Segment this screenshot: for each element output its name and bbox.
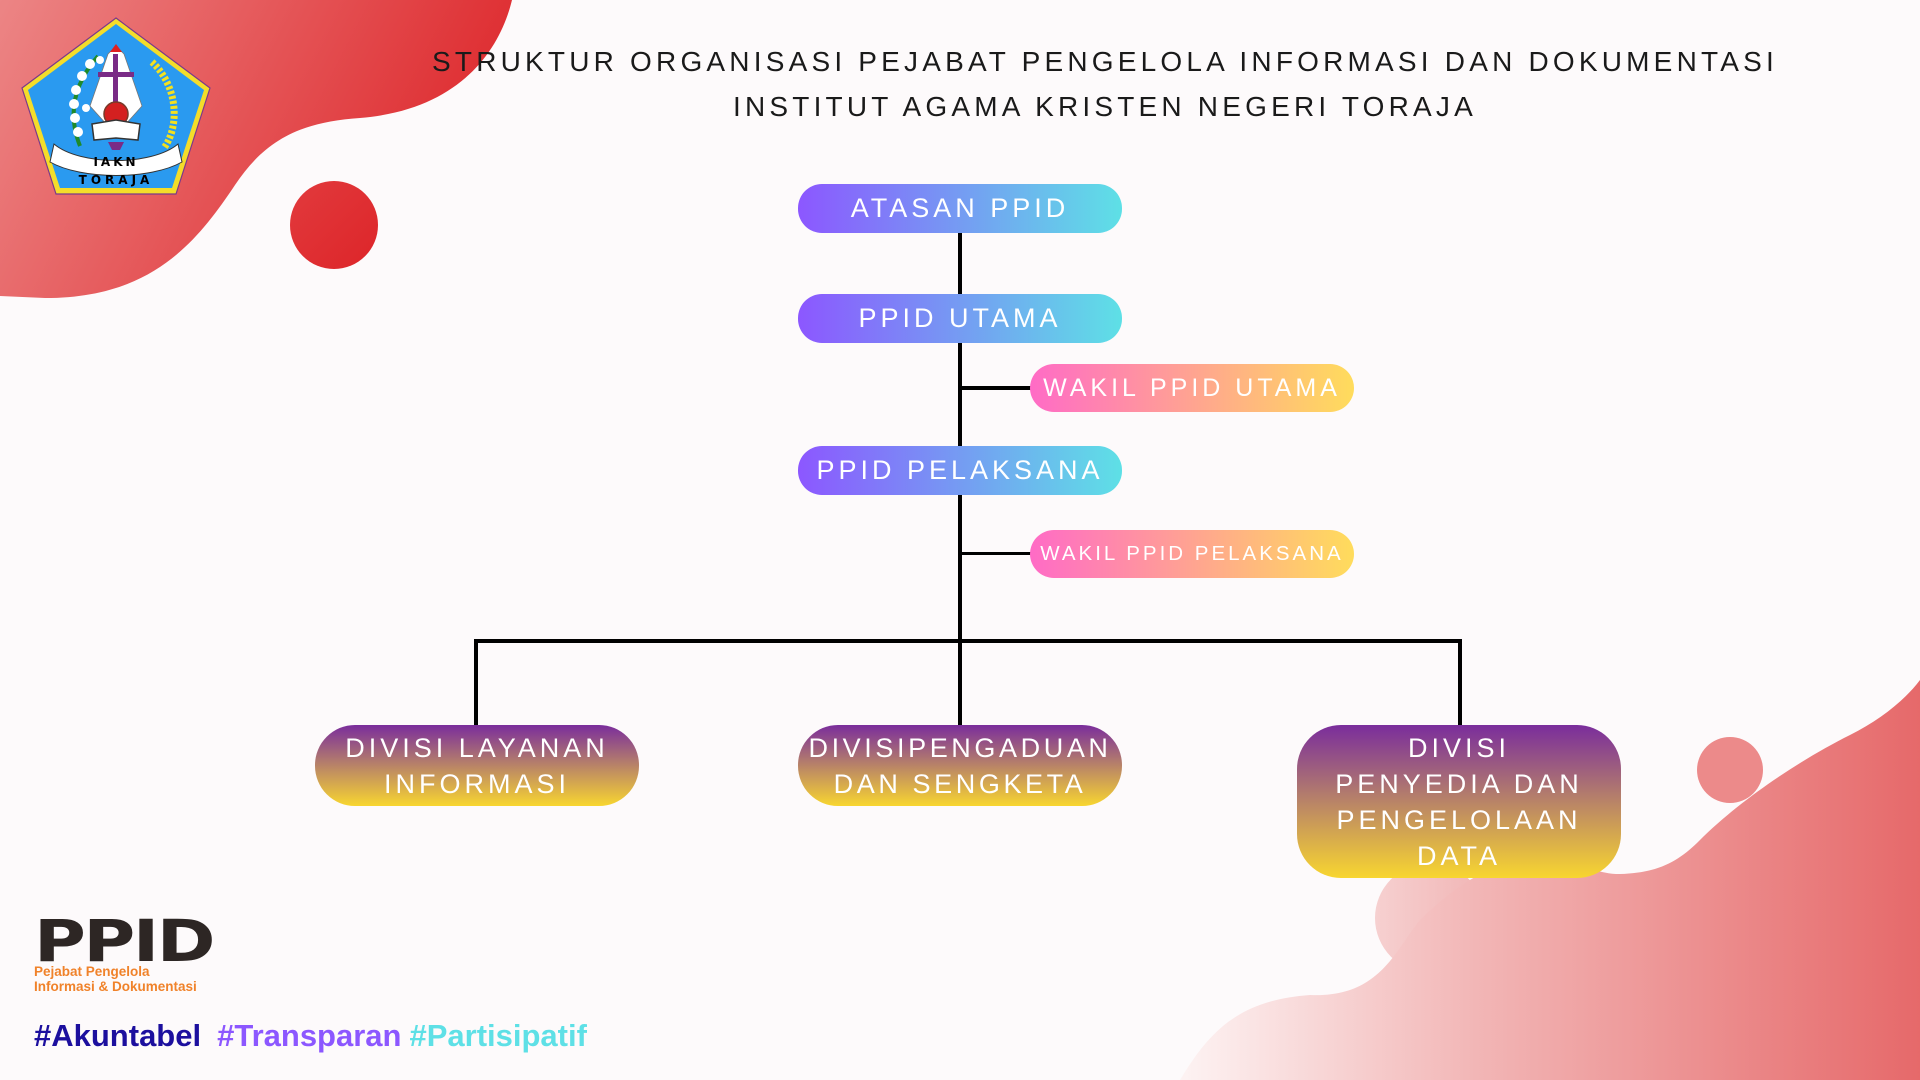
- page-subtitle: INSTITUT AGAMA KRISTEN NEGERI TORAJA: [733, 91, 1477, 122]
- ribbon-icon: [49, 143, 183, 176]
- node-atasan-ppid: ATASAN PPID: [798, 184, 1122, 233]
- connector-wakil-utama: [960, 386, 1032, 390]
- page-title: STRUKTUR ORGANISASI PEJABAT PENGELOLA IN…: [432, 46, 1778, 77]
- cross-icon: [113, 54, 118, 132]
- hashtag-row: #Akuntabel #Transparan#Partisipatif: [34, 1018, 599, 1054]
- ppid-tagline-2: Informasi & Dokumentasi: [34, 979, 197, 994]
- hashtag-akuntabel: #Akuntabel: [34, 1018, 202, 1053]
- rice-branch-icon: [149, 59, 178, 151]
- connector-div-layanan: [474, 639, 478, 726]
- node-wakil-ppid-utama: WAKIL PPID UTAMA: [1030, 364, 1354, 412]
- node-divisi-penyedia-pengelolaan-data: DIVISI PENYEDIA DAN PENGELOLAAN DATA: [1297, 725, 1621, 878]
- node-divisi-pengaduan-sengketa: DIVISIPENGADUAN DAN SENGKETA: [798, 725, 1122, 806]
- connector-wakil-pelaksana: [960, 552, 1032, 555]
- iakn-toraja-logo: IAKN TORAJA: [21, 17, 211, 195]
- svg-text:TORAJA: TORAJA: [79, 173, 154, 187]
- node-ppid-utama: PPID UTAMA: [798, 294, 1122, 343]
- node-wakil-ppid-pelaksana: WAKIL PPID PELAKSANA: [1030, 530, 1354, 578]
- bottom-right-wave: [1180, 680, 1920, 1080]
- hashtag-partisipatif: #Partisipatif: [409, 1018, 587, 1053]
- ppid-wordmark: PPID: [34, 907, 215, 975]
- hashtag-transparan: #Transparan: [217, 1018, 402, 1053]
- ppid-tagline-1: Pejabat Pengelola: [34, 964, 150, 979]
- open-book-icon: [91, 119, 141, 141]
- salmon-dot: [1697, 737, 1763, 803]
- connector-div-penyedia: [1458, 639, 1462, 726]
- cotton-branch-icon: [69, 54, 104, 147]
- node-ppid-pelaksana: PPID PELAKSANA: [798, 446, 1122, 495]
- node-divisi-layanan-informasi: DIVISI LAYANAN INFORMASI: [315, 725, 639, 806]
- svg-text:IAKN: IAKN: [93, 155, 138, 169]
- connector-divisions-horizontal: [474, 639, 1462, 643]
- red-dot: [290, 181, 378, 269]
